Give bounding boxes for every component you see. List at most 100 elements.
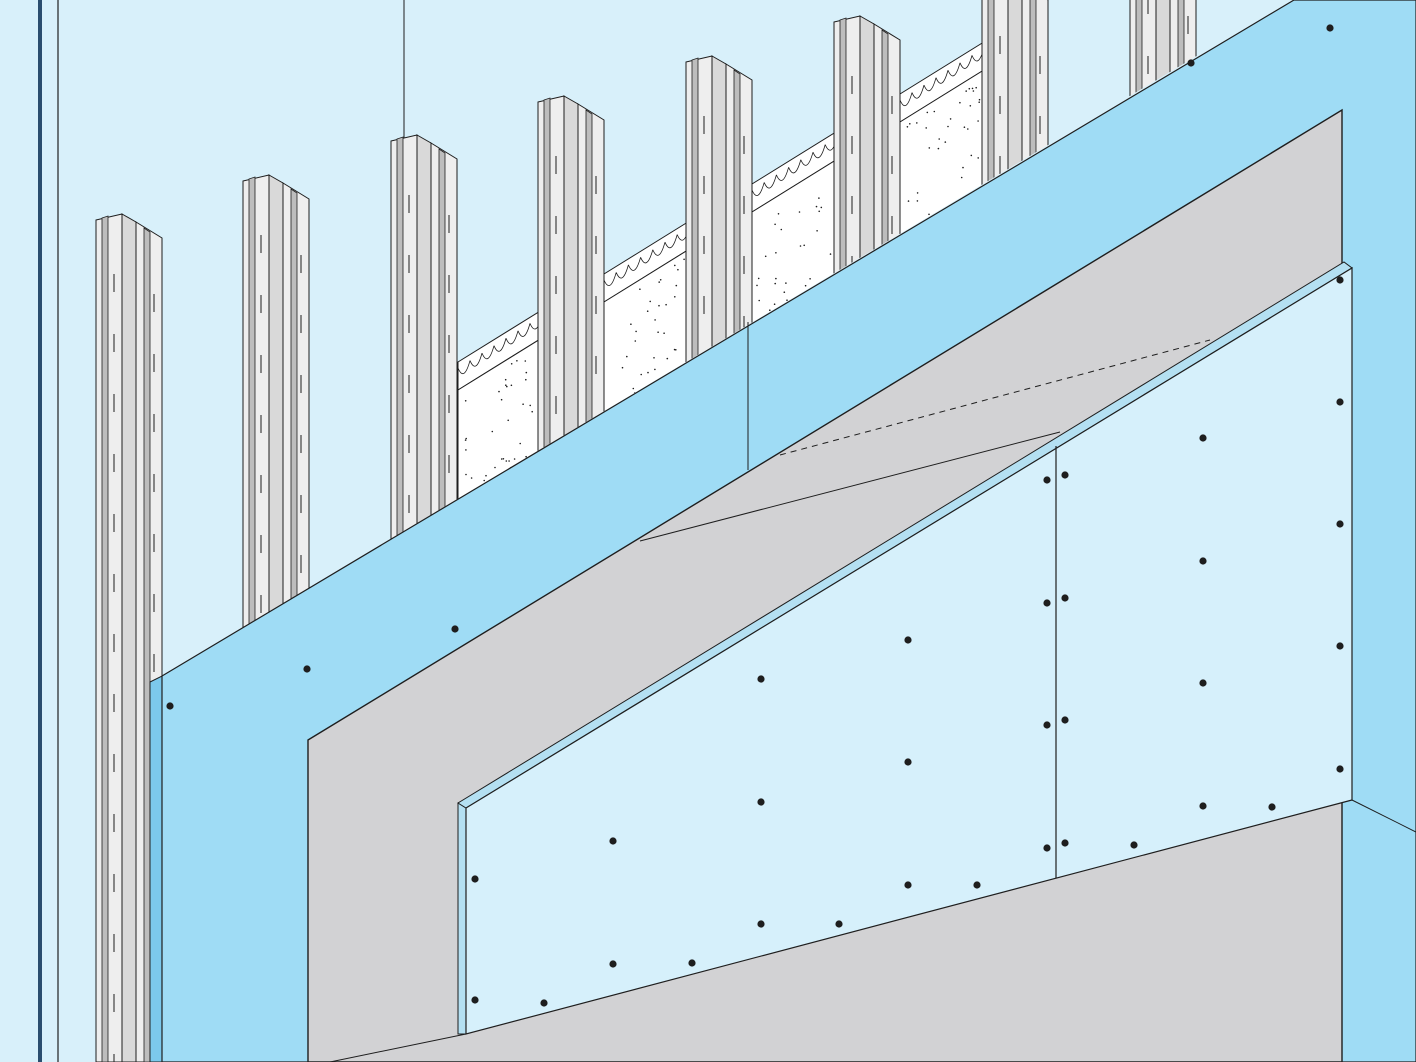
insulation-speck	[498, 390, 500, 393]
screw-fixing	[1336, 398, 1344, 406]
insulation-speck	[470, 477, 473, 479]
screw-fixing	[1268, 803, 1276, 811]
insulation-speck	[977, 120, 979, 122]
insulation-speck	[658, 281, 660, 283]
insulation-speck	[635, 330, 637, 333]
insulation-speck	[764, 255, 767, 258]
insulation-speck	[959, 101, 961, 104]
insulation-speck	[972, 90, 975, 92]
insulation-speck	[465, 437, 468, 440]
insulation-speck	[654, 368, 656, 371]
screw-fixing	[1061, 839, 1069, 847]
insulation-speck	[773, 303, 776, 306]
stud-lip	[143, 227, 151, 1062]
insulation-speck	[925, 127, 927, 129]
insulation-speck	[818, 210, 820, 213]
insulation-speck	[820, 206, 823, 209]
insulation-speck	[522, 403, 524, 406]
insulation-speck	[505, 460, 508, 462]
insulation-speck	[938, 138, 940, 140]
insulation-speck	[775, 252, 777, 254]
insulation-speck	[525, 378, 527, 381]
screw-fixing	[1043, 476, 1051, 484]
insulation-speck	[777, 213, 780, 215]
insulation-speck	[516, 360, 518, 362]
insulation-speck	[663, 332, 665, 335]
insulation-speck	[510, 384, 513, 387]
insulation-speck	[809, 278, 811, 280]
insulation-speck	[677, 268, 679, 271]
insulation-speck	[804, 284, 807, 287]
insulation-speck	[649, 300, 651, 303]
insulation-speck	[949, 118, 952, 120]
screw-fixing	[1061, 594, 1069, 602]
insulation-speck	[525, 371, 528, 374]
insulation-speck	[769, 309, 771, 312]
insulation-speck	[978, 101, 980, 103]
screw-fixing	[1326, 24, 1334, 32]
insulation-speck	[673, 348, 676, 351]
screw-fixing	[904, 881, 912, 889]
insulation-speck	[626, 355, 628, 358]
stud-web	[121, 213, 137, 1062]
insulation-speck	[799, 245, 802, 247]
insulation-speck	[756, 284, 758, 287]
insulation-speck	[758, 299, 760, 302]
insulation-speck	[674, 296, 676, 298]
insulation-speck	[780, 228, 783, 231]
screw-fixing	[1043, 721, 1051, 729]
insulation-speck	[786, 299, 788, 302]
insulation-speck	[960, 176, 963, 179]
insulation-speck	[646, 310, 649, 313]
screw-fixing	[471, 875, 479, 883]
insulation-speck	[818, 197, 820, 199]
insulation-speck	[519, 442, 521, 445]
screw-fixing	[1199, 802, 1207, 810]
insulation-speck	[962, 166, 964, 169]
insulation-speck	[659, 279, 662, 281]
screw-fixing	[451, 625, 459, 633]
screw-fixing	[1336, 520, 1344, 528]
insulation-speck	[816, 230, 818, 232]
insulation-speck	[963, 126, 966, 128]
screw-fixing	[1199, 434, 1207, 442]
screw-fixing	[904, 636, 912, 644]
insulation-speck	[683, 258, 685, 261]
insulation-speck	[916, 192, 919, 194]
insulation-speck	[504, 378, 507, 381]
screw-fixing	[540, 999, 548, 1007]
screw-fixing	[303, 665, 311, 673]
insulation-speck	[524, 360, 527, 362]
screw-fixing	[973, 881, 981, 889]
insulation-speck	[798, 211, 801, 213]
screw-fixing	[1043, 844, 1051, 852]
screw-fixing	[835, 920, 843, 928]
insulation-speck	[907, 200, 910, 202]
insulation-speck	[500, 458, 503, 460]
insulation-speck	[632, 387, 635, 390]
insulation-speck	[483, 479, 486, 482]
insulation-speck	[510, 363, 513, 365]
insulation-speck	[774, 223, 776, 226]
screw-fixing	[904, 758, 912, 766]
insulation-speck	[928, 213, 930, 216]
insulation-speck	[965, 90, 967, 92]
insulation-speck	[494, 466, 496, 469]
insulation-speck	[906, 126, 909, 128]
insulation-speck	[803, 244, 805, 247]
insulation-speck	[947, 125, 949, 128]
screw-fixing	[1336, 765, 1344, 773]
screw-fixing	[757, 920, 765, 928]
insulation-speck	[971, 87, 974, 90]
screw-fixing	[1061, 716, 1069, 724]
insulation-speck	[774, 282, 776, 285]
screw-fixing	[1187, 59, 1195, 67]
screw-fixing	[688, 959, 696, 967]
insulation-speck	[658, 304, 660, 307]
insulation-speck	[513, 458, 516, 460]
insulation-speck	[485, 474, 487, 477]
back-wall-edge-dark	[38, 0, 42, 1062]
screw-fixing	[609, 837, 617, 845]
insulation-speck	[977, 157, 979, 159]
